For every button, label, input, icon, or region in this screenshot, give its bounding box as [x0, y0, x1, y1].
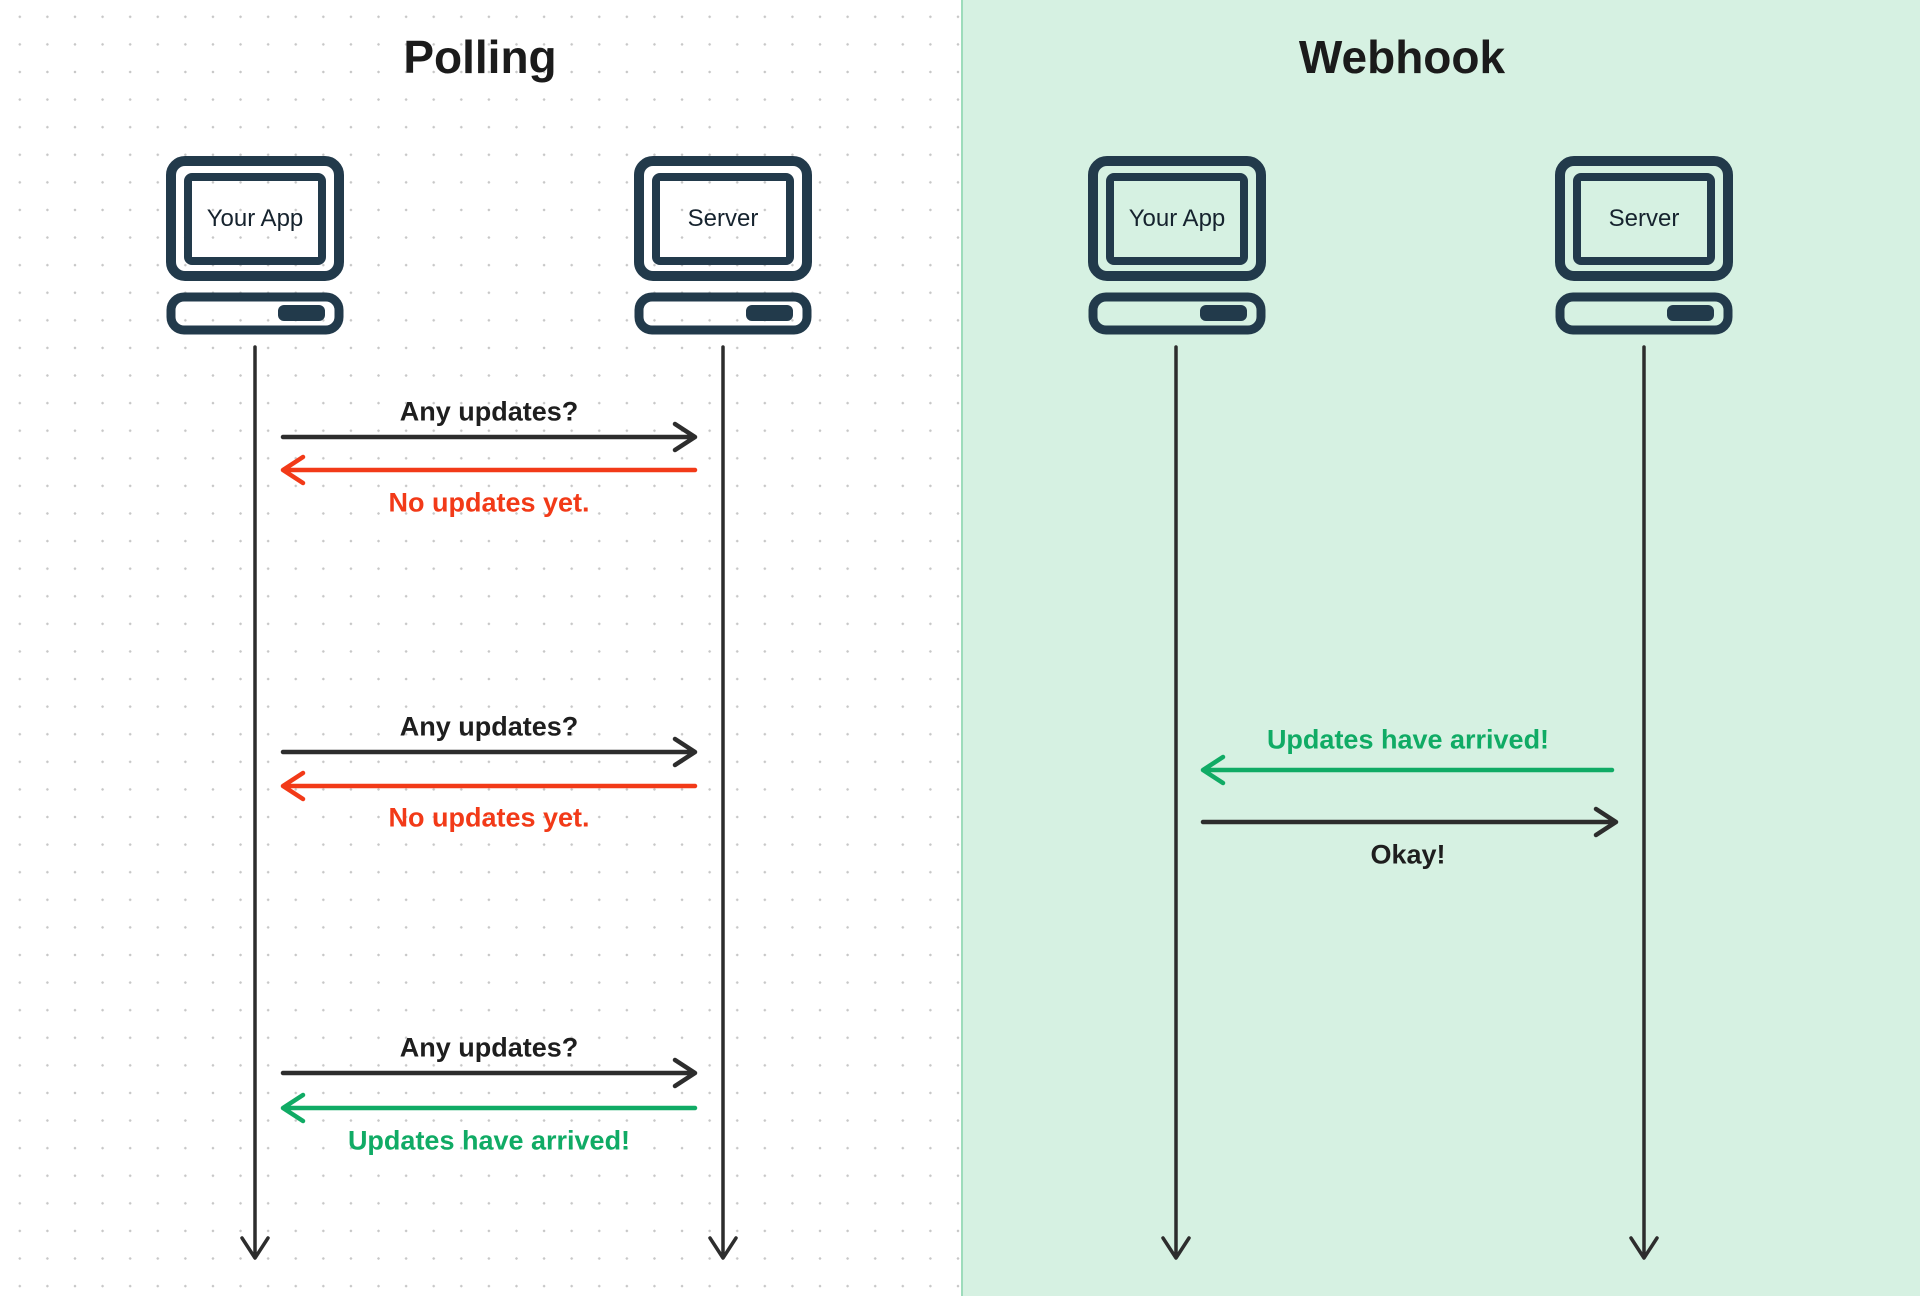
arrow-okay — [1200, 806, 1619, 838]
arrow-no-updates-1 — [280, 454, 698, 486]
computer-icon-webhook-your-app: Your App — [1087, 155, 1267, 335]
arrow-any-updates-2 — [280, 736, 698, 768]
message-label-any-updates-2: Any updates? — [399, 711, 579, 742]
actor-label: Your App — [1128, 205, 1226, 232]
arrow-updates-arrived-webhook — [1200, 754, 1615, 786]
lifeline-polling-your-app — [240, 345, 270, 1260]
actor-label: Server — [1608, 205, 1680, 232]
computer-glyph — [634, 156, 812, 335]
lifeline-polling-server — [708, 345, 738, 1260]
arrow-updates-arrived-polling — [280, 1092, 698, 1124]
actor-label: Server — [687, 205, 759, 232]
message-label-updates-arrived-polling: Updates have arrived! — [347, 1125, 631, 1156]
computer-icon-polling-your-app: Your App — [165, 155, 345, 335]
actor-label: Your App — [206, 205, 304, 232]
computer-glyph — [1088, 156, 1266, 335]
message-label-okay: Okay! — [1370, 839, 1446, 870]
message-label-no-updates-1: No updates yet. — [388, 487, 590, 518]
lifeline-webhook-your-app — [1161, 345, 1191, 1260]
message-label-updates-arrived-webhook: Updates have arrived! — [1266, 724, 1550, 755]
message-label-no-updates-2: No updates yet. — [388, 802, 590, 833]
message-label-any-updates-1: Any updates? — [399, 396, 579, 427]
lifeline-webhook-server — [1629, 345, 1659, 1260]
polling-title: Polling — [403, 31, 557, 83]
computer-glyph — [166, 156, 344, 335]
arrow-any-updates-3 — [280, 1057, 698, 1089]
webhook-title: Webhook — [1298, 31, 1506, 83]
webhook-panel — [961, 0, 1920, 1296]
computer-glyph — [1555, 156, 1733, 335]
computer-icon-polling-server: Server — [633, 155, 813, 335]
computer-icon-webhook-server: Server — [1554, 155, 1734, 335]
arrow-any-updates-1 — [280, 421, 698, 453]
arrow-no-updates-2 — [280, 770, 698, 802]
message-label-any-updates-3: Any updates? — [399, 1032, 579, 1063]
polling-panel — [0, 0, 961, 1296]
